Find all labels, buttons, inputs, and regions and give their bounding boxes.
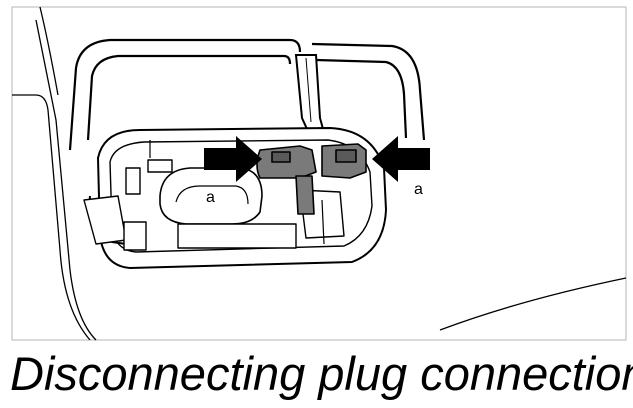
illustration-frame — [11, 6, 627, 341]
arrow-left-icon — [372, 136, 430, 182]
callout-label-right: a — [414, 181, 423, 198]
door-panel — [12, 6, 627, 341]
plug-connector — [256, 143, 367, 215]
figure-caption: Disconnecting plug connection — [10, 347, 633, 400]
callout-label-left: a — [206, 189, 215, 206]
arrow-right-icon — [204, 136, 262, 182]
